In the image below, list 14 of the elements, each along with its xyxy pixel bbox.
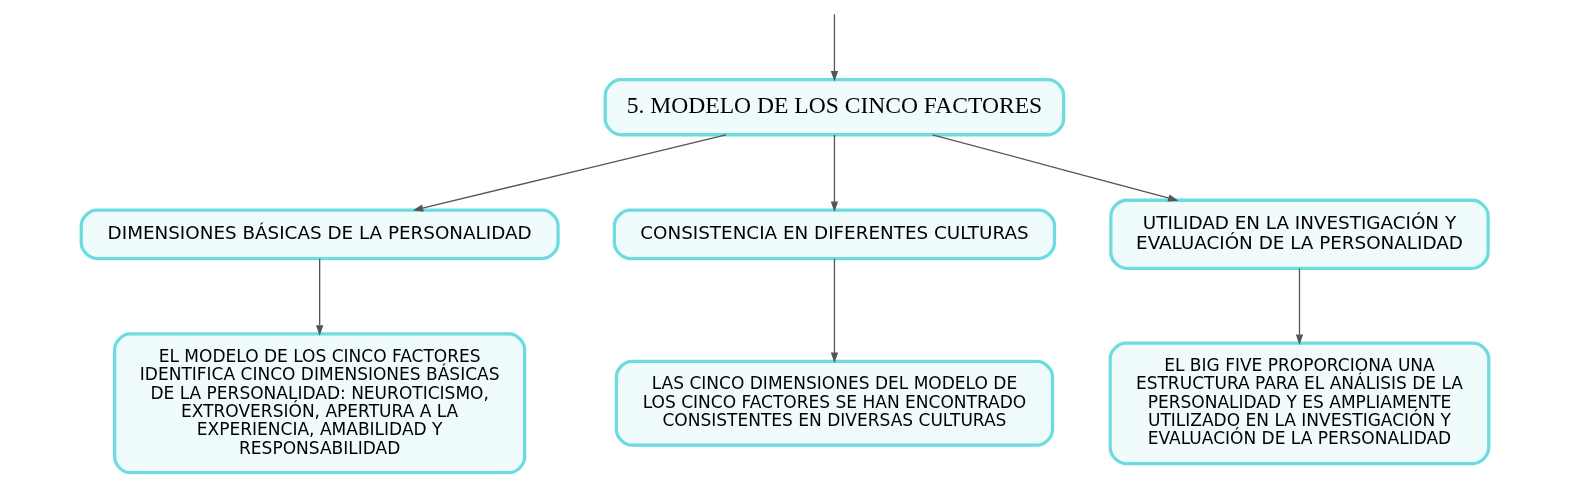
node-box: CONSISTENCIA EN DIFERENTES CULTURAS	[612, 208, 1057, 261]
node-box: EL BIG FIVE PROPORCIONA UNA ESTRUCTURA PARA EL ANÁLISIS DE LA PERSONALIDAD Y ES AMPLIAMENTE UTILIZADO EN LA INVESTIGACIÓN Y EVALUACIÓN DE LA PERSONALIDAD	[1108, 341, 1491, 466]
arrow	[830, 134, 839, 212]
node-box: EL MODELO DE LOS CINCO FACTORES IDENTIFICA CINCO DIMENSIONES BÁSICAS DE LA PERSONALIDAD: NEUROTICISMO, EXTROVERSIÓN, APERTURA A LA EXPERIENCIA, AMABILIDAD Y RESPONSABILIDAD	[113, 332, 527, 475]
node-box: 5. MODELO DE LOS CINCO FACTORES	[603, 78, 1066, 137]
arrow	[1295, 267, 1304, 345]
arrow	[412, 134, 727, 212]
node-box: LAS CINCO DIMENSIONES DEL MODELO DE LOS CINCO FACTORES SE HAN ENCONTRADO CONSISTENTES EN DIVERSAS CULTURAS	[614, 359, 1055, 447]
arrow	[315, 258, 324, 336]
arrow	[830, 13, 839, 82]
arrow	[830, 258, 839, 364]
node-box: UTILIDAD EN LA INVESTIGACIÓN Y EVALUACIÓN DE LA PERSONALIDAD	[1109, 198, 1490, 270]
arrow	[931, 134, 1179, 202]
node-box: DIMENSIONES BÁSICAS DE LA PERSONALIDAD	[79, 208, 560, 261]
